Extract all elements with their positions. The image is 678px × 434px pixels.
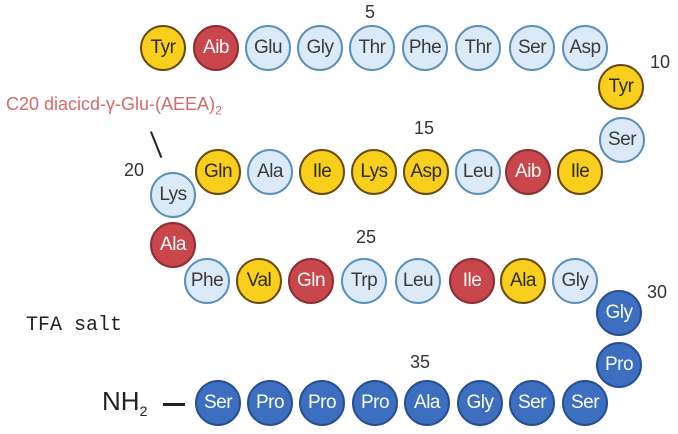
residue-label: Leu xyxy=(402,270,434,291)
residue-8: Ser xyxy=(509,25,555,71)
residue-label: Ala xyxy=(160,234,186,255)
position-number: 10 xyxy=(650,52,671,72)
residue-label: Asp xyxy=(569,37,601,58)
n-terminus-label: NH2 xyxy=(102,386,147,419)
residue-13: Aib xyxy=(505,149,551,195)
residue-label: Gly xyxy=(605,302,634,323)
residue-33: Ser xyxy=(509,380,555,426)
residue-label: Ile xyxy=(312,161,332,182)
residue-label: Pro xyxy=(255,392,285,413)
residue-label: Aib xyxy=(515,161,541,182)
residue-label: Ile xyxy=(570,161,590,182)
residue-35: Ala xyxy=(404,380,450,426)
residue-label: Gln xyxy=(296,270,326,291)
residue-11: Ser xyxy=(599,117,645,163)
residue-26: Leu xyxy=(395,258,441,304)
n-terminus-text: NH xyxy=(102,386,140,416)
modification-connector-line xyxy=(150,131,163,158)
residue-31: Pro xyxy=(596,342,642,388)
position-number: 30 xyxy=(647,282,668,302)
residue-20: Lys xyxy=(150,172,196,218)
residue-label: Gly xyxy=(306,37,335,58)
residue-label: Tyr xyxy=(150,37,176,58)
residue-27: Ile xyxy=(449,258,495,304)
residue-25: Trp xyxy=(341,258,387,304)
residue-label: Trp xyxy=(350,270,378,291)
residue-label: Thr xyxy=(358,37,387,58)
salt-form-label: TFA salt xyxy=(26,314,123,337)
residue-label: Gln xyxy=(203,161,233,182)
residue-30: Gly xyxy=(596,290,642,336)
residue-1: Tyr xyxy=(140,25,186,71)
residue-label: Lys xyxy=(360,161,388,182)
residue-16: Lys xyxy=(351,149,397,195)
residue-4: Gly xyxy=(297,25,343,71)
n-terminus-subscript: 2 xyxy=(139,403,148,420)
residue-label: Ser xyxy=(203,392,233,413)
residue-23: Val xyxy=(236,258,282,304)
position-number: 15 xyxy=(414,118,435,138)
residue-28: Ala xyxy=(500,258,546,304)
residue-29: Gly xyxy=(552,258,598,304)
modification-text: C20 diacicd-γ-Glu-(AEEA) xyxy=(6,94,216,114)
modification-subscript: 2 xyxy=(215,103,222,118)
position-number: 35 xyxy=(410,352,431,372)
residue-18: Ala xyxy=(247,149,293,195)
position-number: 20 xyxy=(124,160,145,180)
residue-label: Ile xyxy=(462,270,482,291)
residue-5: Thr xyxy=(349,25,395,71)
residue-label: Leu xyxy=(462,161,494,182)
residue-2: Aib xyxy=(193,25,239,71)
residue-3: Glu xyxy=(245,25,291,71)
residue-label: Gly xyxy=(466,392,495,413)
residue-label: Pro xyxy=(604,354,634,375)
residue-6: Phe xyxy=(402,25,448,71)
residue-label: Pro xyxy=(360,392,390,413)
position-number: 5 xyxy=(365,2,376,22)
residue-label: Thr xyxy=(464,37,493,58)
residue-36: Pro xyxy=(352,380,398,426)
residue-12: Ile xyxy=(557,149,603,195)
residue-label: Gly xyxy=(561,270,590,291)
residue-label: Ser xyxy=(570,392,600,413)
residue-14: Leu xyxy=(455,149,501,195)
position-number: 25 xyxy=(356,227,377,247)
n-terminus-bond xyxy=(163,403,185,406)
lipid-modification-label: C20 diacicd-γ-Glu-(AEEA)2 xyxy=(6,94,222,118)
residue-24: Gln xyxy=(288,258,334,304)
residue-7: Thr xyxy=(455,25,501,71)
residue-label: Ala xyxy=(510,270,536,291)
residue-15: Asp xyxy=(403,149,449,195)
residue-label: Tyr xyxy=(608,76,634,97)
residue-label: Aib xyxy=(203,37,229,58)
residue-label: Ala xyxy=(414,392,440,413)
residue-39: Ser xyxy=(195,380,241,426)
residue-label: Val xyxy=(246,270,272,291)
residue-label: Phe xyxy=(190,270,224,291)
residue-19: Gln xyxy=(195,149,241,195)
residue-37: Pro xyxy=(299,380,345,426)
residue-17: Ile xyxy=(299,149,345,195)
residue-21: Ala xyxy=(150,222,196,268)
residue-label: Phe xyxy=(408,37,442,58)
residue-label: Ser xyxy=(607,129,637,150)
residue-38: Pro xyxy=(247,380,293,426)
residue-label: Asp xyxy=(410,161,442,182)
residue-32: Ser xyxy=(562,380,608,426)
residue-34: Gly xyxy=(457,380,503,426)
residue-label: Ser xyxy=(517,37,547,58)
residue-22: Phe xyxy=(184,258,230,304)
residue-label: Pro xyxy=(307,392,337,413)
residue-label: Glu xyxy=(253,37,283,58)
residue-label: Lys xyxy=(159,184,187,205)
residue-label: Ser xyxy=(517,392,547,413)
residue-10: Tyr xyxy=(598,64,644,110)
residue-9: Asp xyxy=(562,25,608,71)
residue-label: Ala xyxy=(257,161,283,182)
